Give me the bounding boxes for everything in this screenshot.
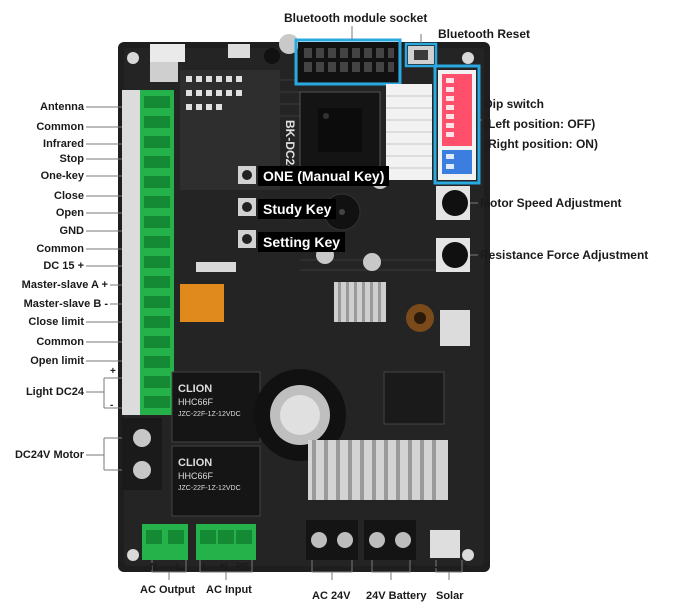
- ac-output-pin-l: L: [176, 562, 183, 573]
- one-manual-key-label: ONE (Manual Key): [258, 166, 390, 186]
- solar-plus: +: [462, 562, 468, 573]
- relay-upper-model: HHC66F: [178, 397, 214, 407]
- light-plus-sign: +: [110, 366, 116, 377]
- relay-upper-spec: JZC-22F-1Z-12VDC: [178, 411, 241, 418]
- terminal-infrared: Infrared: [43, 138, 84, 150]
- motor-terminal: [122, 418, 162, 490]
- dip-switch: [433, 64, 481, 185]
- resistance-potentiometer: [436, 238, 470, 272]
- terminal-open-limit: Open limit: [30, 355, 84, 367]
- power-terminals: [306, 520, 460, 560]
- key-buttons: [238, 166, 256, 248]
- solar-label: Solar: [436, 590, 464, 602]
- battery-24v-label: 24V Battery: [366, 590, 427, 602]
- orange-component: [180, 284, 224, 322]
- terminal-close-limit: Close limit: [28, 316, 84, 328]
- ac-terminals: [142, 524, 256, 560]
- inductor: [406, 304, 434, 332]
- heatsink-lower: [308, 440, 448, 500]
- relay-lower: CLION HHC66F JZC-22F-1Z-12VDC: [171, 445, 261, 517]
- terminal-stop: Stop: [59, 153, 84, 165]
- terminal-master-slave-b: Master-slave B -: [23, 298, 108, 310]
- relay-lower-brand: CLION: [178, 457, 212, 469]
- terminal-open: Open: [55, 207, 84, 219]
- motor-speed-potentiometer: [436, 186, 470, 220]
- terminal-gnd: GND: [59, 225, 84, 237]
- motor-speed-label: Motor Speed Adjustment: [480, 196, 622, 210]
- right-leader-lines: [351, 26, 482, 256]
- study-key-label: Study Key: [258, 199, 337, 219]
- dip-function-table: [386, 84, 432, 180]
- solar-minus: -: [434, 562, 438, 573]
- dip-switch-right-position: (Right position: ON): [484, 137, 598, 151]
- bluetooth-reset-button: [404, 42, 438, 68]
- bottom-brackets: [151, 560, 463, 580]
- battery-minus: -: [368, 562, 372, 573]
- dip-switch-title: Dip switch: [484, 97, 545, 111]
- terminal-common-3: Common: [36, 336, 84, 348]
- terminal-common-2: Common: [36, 243, 84, 255]
- terminal-dc15: DC 15 +: [43, 260, 84, 272]
- ac-output-label: AC Output: [140, 584, 195, 596]
- ac-output-pin-n: N: [150, 562, 158, 573]
- light-minus-sign: -: [110, 400, 114, 411]
- terminal-master-slave-a: Master-slave A +: [21, 279, 108, 291]
- relay-upper: CLION HHC66F JZC-22F-1Z-12VDC: [171, 371, 261, 443]
- ac-input-label: AC Input: [206, 584, 252, 596]
- light-dc24-label: Light DC24: [25, 386, 84, 398]
- terminal-one-key: One-key: [40, 170, 84, 182]
- ac-input-pin-n: N: [220, 562, 228, 573]
- terminal-antenna: Antenna: [40, 101, 84, 113]
- ac-input-pin-l: L: [202, 562, 209, 573]
- bluetooth-socket: [294, 38, 402, 86]
- relay-upper-brand: CLION: [178, 383, 212, 395]
- battery-plus: +: [410, 562, 416, 573]
- large-capacitor: [254, 369, 346, 461]
- relay-lower-spec: JZC-22F-1Z-12VDC: [178, 485, 241, 492]
- terminal-common-1: Common: [36, 121, 84, 133]
- dip-switch-left-position: (Left position: OFF): [484, 117, 596, 131]
- ac-24v-label: AC 24V: [312, 590, 351, 602]
- left-terminal-block: [122, 90, 174, 415]
- mcu-chip: [299, 91, 381, 173]
- bluetooth-socket-label: Bluetooth module socket: [284, 11, 428, 25]
- relay-lower-model: HHC66F: [178, 471, 214, 481]
- setting-key-label: Setting Key: [258, 232, 346, 252]
- left-leader-lines: [86, 106, 122, 471]
- motor-label: DC24V Motor: [14, 449, 84, 461]
- transistor-block: [383, 310, 470, 425]
- resistance-force-label: Resistance Force Adjustment: [480, 248, 649, 262]
- heatsink-upper: [334, 282, 386, 322]
- bluetooth-reset-label: Bluetooth Reset: [438, 27, 531, 41]
- terminal-close: Close: [54, 190, 84, 202]
- ac-input-pin-pe: PE: [236, 562, 250, 573]
